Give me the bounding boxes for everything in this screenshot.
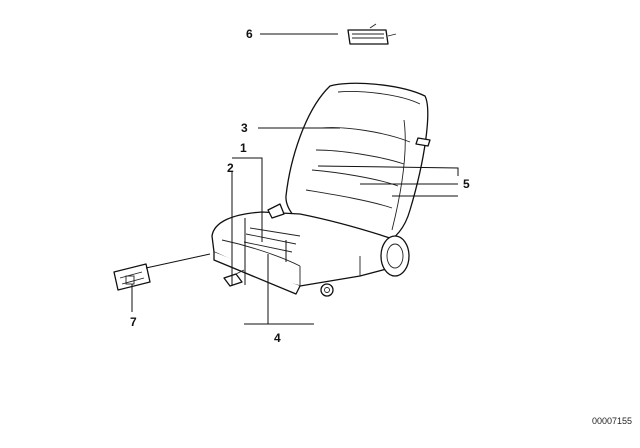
callout-5: 5 (463, 177, 470, 191)
document-id: 00007155 (592, 416, 632, 426)
callout-3: 3 (241, 121, 248, 135)
callout-4: 4 (274, 331, 281, 345)
part-6-heating-pad (347, 23, 397, 45)
callout-1: 1 (240, 141, 247, 155)
adjuster-wheel (320, 283, 334, 297)
seat-bracket (223, 269, 245, 287)
callout-2: 2 (227, 161, 234, 175)
part-7-switch (113, 263, 151, 291)
callout-6: 6 (246, 27, 253, 41)
callout-7: 7 (130, 315, 137, 329)
leader-lines (131, 33, 459, 325)
recliner-knob (380, 235, 410, 277)
seat-backrest (285, 82, 431, 247)
